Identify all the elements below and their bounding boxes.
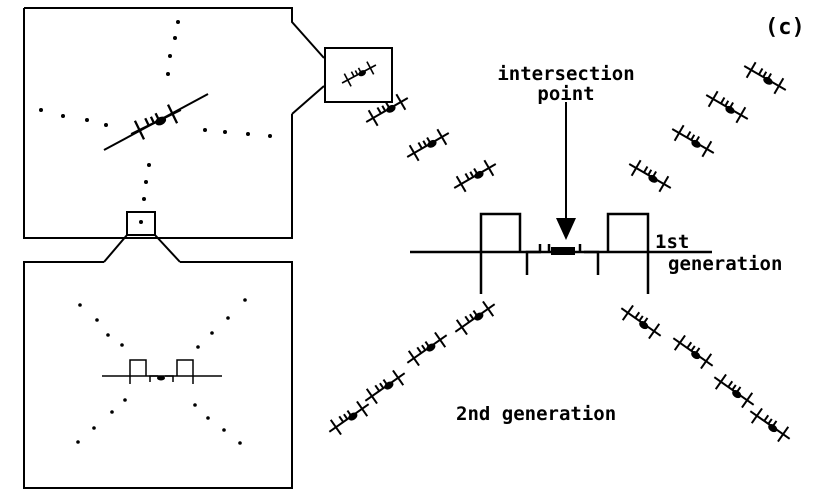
top-zoom-panel xyxy=(23,7,393,263)
panel-label: (c) xyxy=(765,15,805,40)
top-panel-dots xyxy=(39,20,272,201)
inset-square-bottom xyxy=(126,211,156,236)
main-schematic xyxy=(323,57,796,448)
bottom-zoom-panel xyxy=(23,261,293,489)
first-gen-label-line1: 1st xyxy=(655,231,689,253)
intersection-label-line1: intersection xyxy=(497,63,634,85)
intersection-point-mark xyxy=(551,247,575,255)
second-gen-label: 2nd generation xyxy=(456,403,616,425)
inset-square-right xyxy=(324,47,393,103)
bottom-panel-dots xyxy=(76,298,247,445)
intersection-label-line2: point xyxy=(537,83,594,105)
first-gen-label-line2: generation xyxy=(668,253,782,275)
